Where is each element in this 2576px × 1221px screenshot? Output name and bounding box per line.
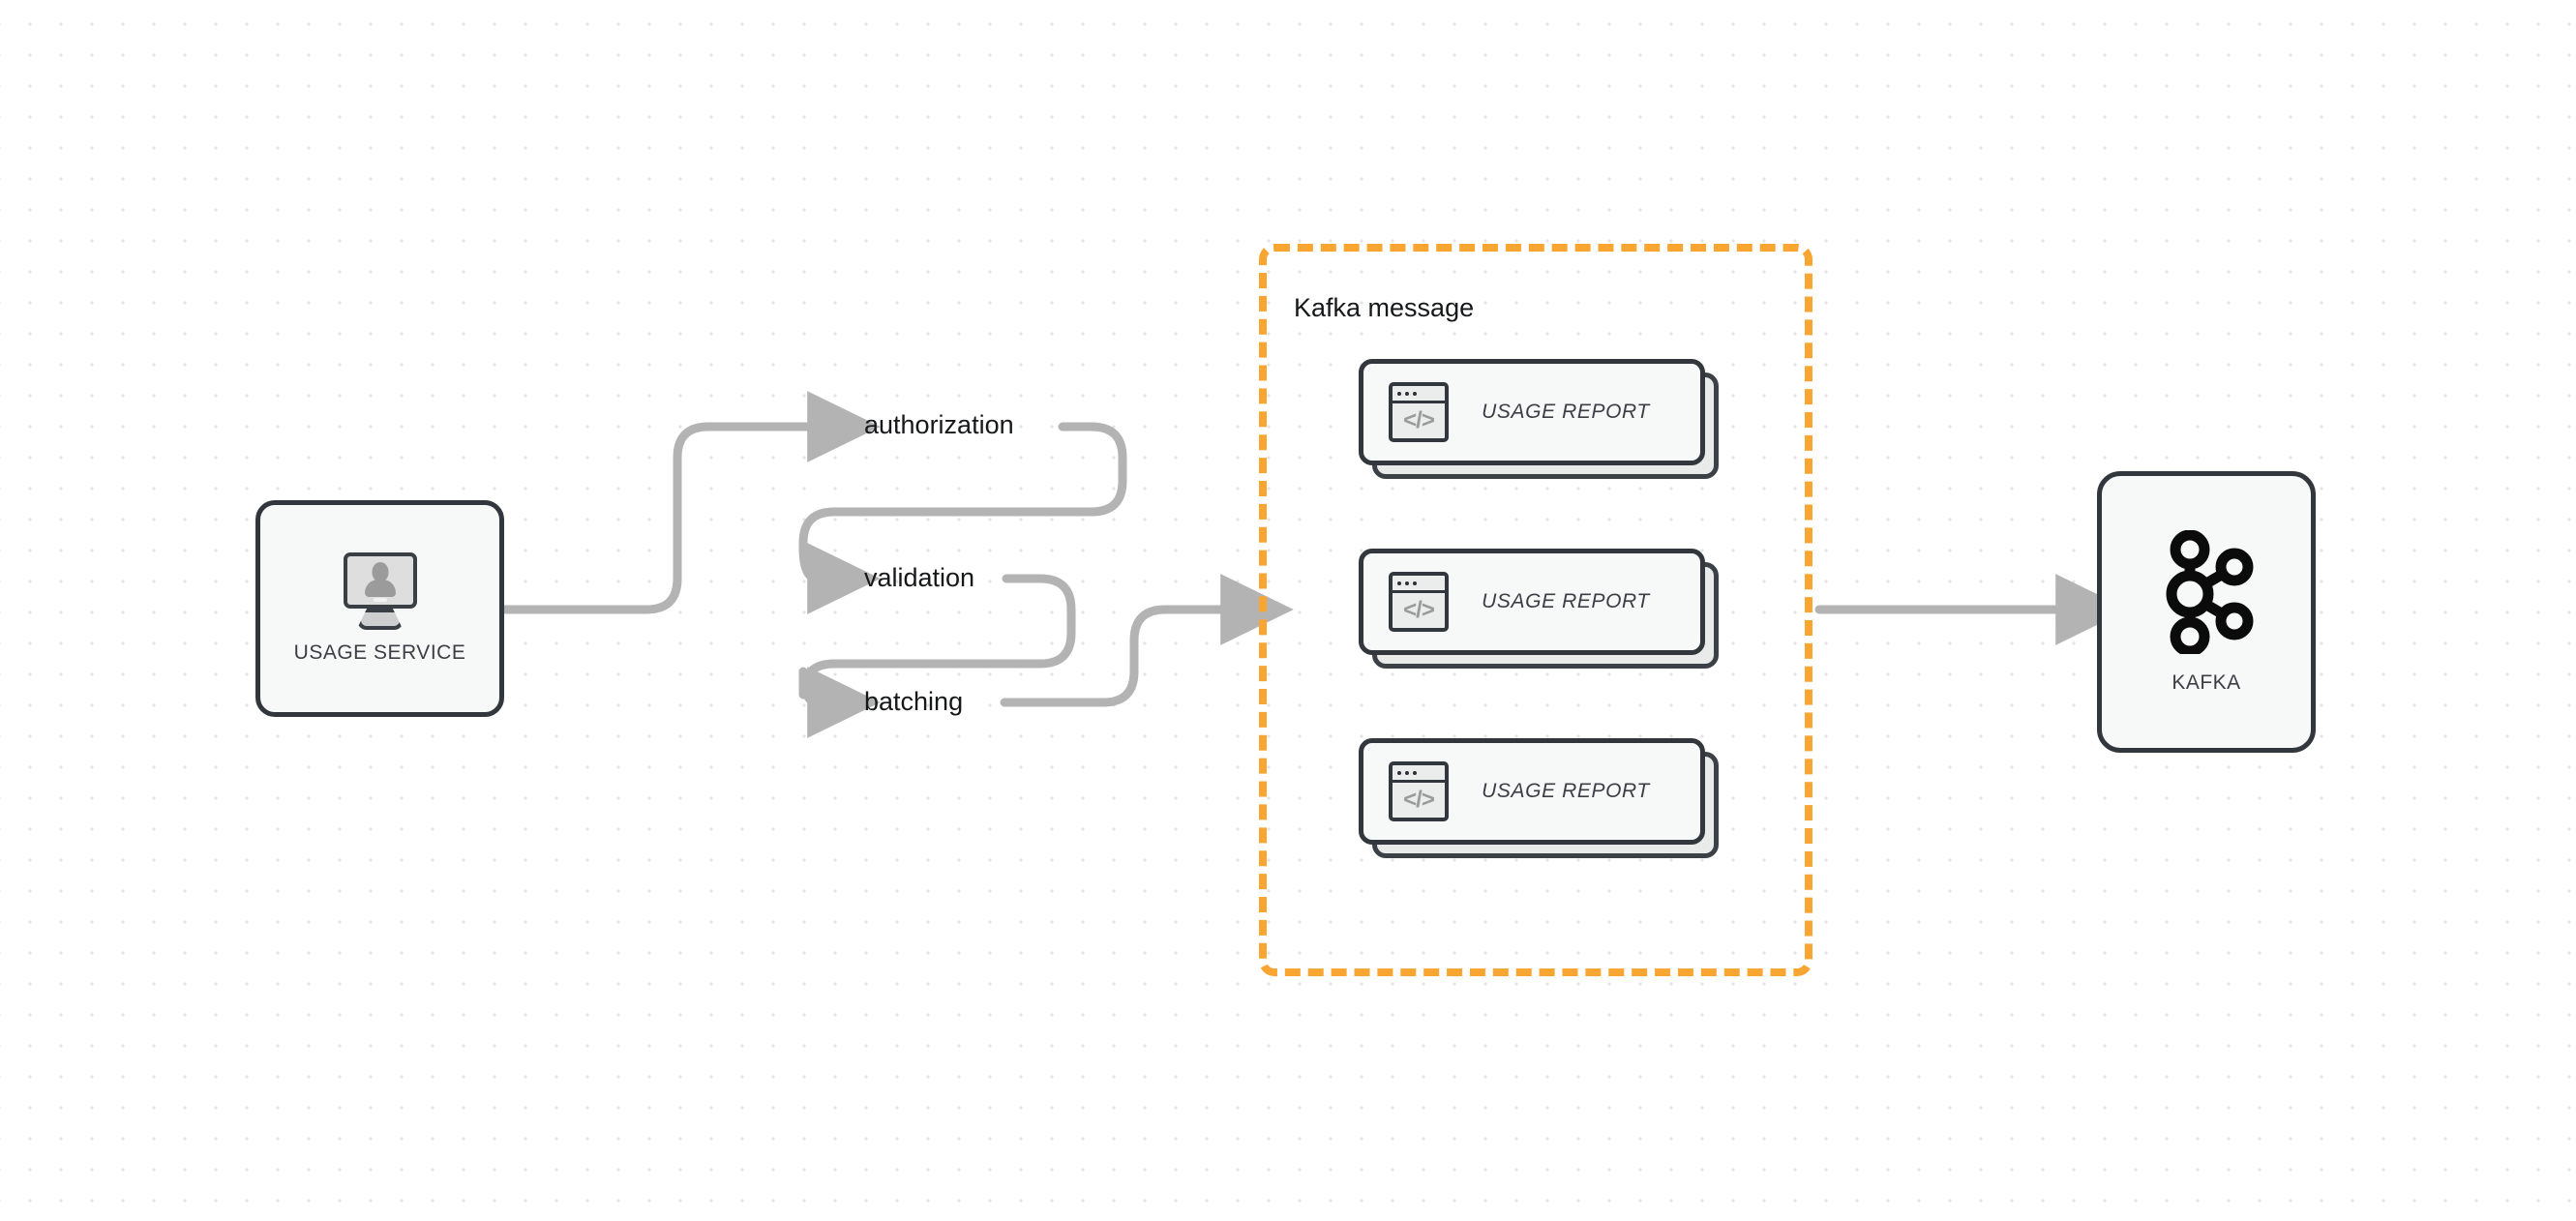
edge-authorization-to-validation — [798, 422, 1127, 614]
usage-report-card-label: USAGE REPORT — [1482, 590, 1650, 612]
kafka-logo-icon — [2166, 529, 2254, 654]
code-window-icon: </> — [1389, 761, 1449, 821]
node-kafka-label: KAFKA — [2172, 670, 2241, 694]
node-kafka[interactable]: KAFKA — [2097, 471, 2316, 753]
monitor-user-icon — [338, 552, 423, 630]
usage-report-card-label: USAGE REPORT — [1482, 401, 1650, 423]
step-label-validation[interactable]: validation — [864, 563, 975, 592]
edge-usage-service-to-authorization — [500, 391, 881, 614]
kafka-message-title: Kafka message — [1294, 293, 1475, 322]
step-label-batching[interactable]: batching — [864, 687, 964, 716]
usage-report-card[interactable]: </> USAGE REPORT — [1359, 738, 1719, 858]
usage-report-card-label: USAGE REPORT — [1482, 780, 1650, 802]
node-usage-service[interactable]: USAGE SERVICE — [255, 500, 504, 717]
usage-report-card[interactable]: </> USAGE REPORT — [1359, 359, 1719, 479]
step-label-authorization[interactable]: authorization — [864, 410, 1014, 439]
node-usage-service-label: USAGE SERVICE — [293, 641, 466, 664]
kafka-message-group[interactable] — [1259, 244, 1812, 976]
code-window-icon: </> — [1389, 572, 1449, 632]
edge-batching-to-kafka-message — [1000, 574, 1294, 707]
code-window-icon: </> — [1389, 382, 1449, 442]
usage-report-card[interactable]: </> USAGE REPORT — [1359, 549, 1719, 669]
edge-validation-to-batching — [798, 574, 1076, 738]
